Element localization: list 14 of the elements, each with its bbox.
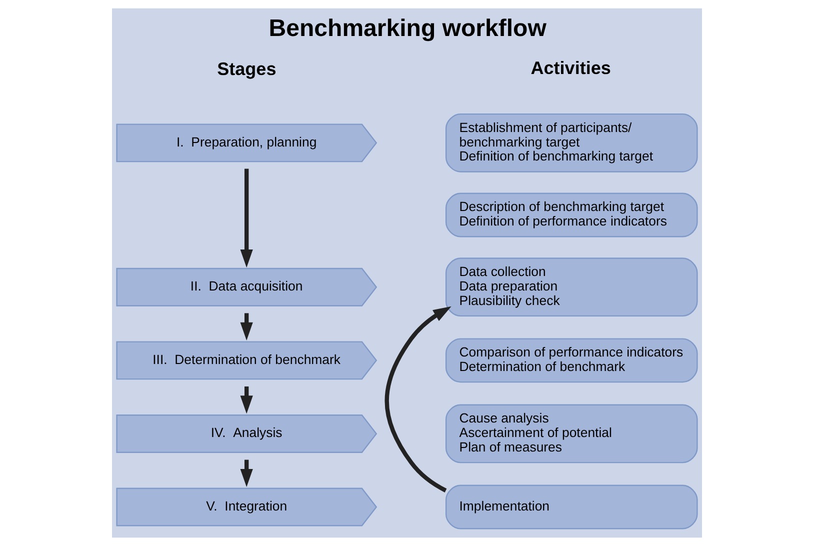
node-box: Implementation [444, 484, 698, 530]
arrow [384, 306, 451, 492]
node-box: Comparison of performance indicators Determination of benchmark [444, 338, 698, 383]
node-box: Cause analysis Ascertainment of potential Plan of measures [444, 404, 698, 464]
diagram-title: Benchmarking workflow [268, 14, 546, 42]
arrow [240, 460, 252, 488]
arrow [240, 313, 252, 340]
label: Stages [216, 59, 276, 80]
arrow [240, 168, 252, 268]
node-box: Data collection Data preparation Plausibility check [444, 258, 698, 317]
node-box: Description of benchmarking target Definition of performance indicators [444, 192, 698, 238]
label: Activities [530, 58, 610, 78]
arrow [240, 386, 252, 414]
node-box: Establishment of participants/ benchmarking target Definition of benchmarking target [444, 113, 698, 172]
